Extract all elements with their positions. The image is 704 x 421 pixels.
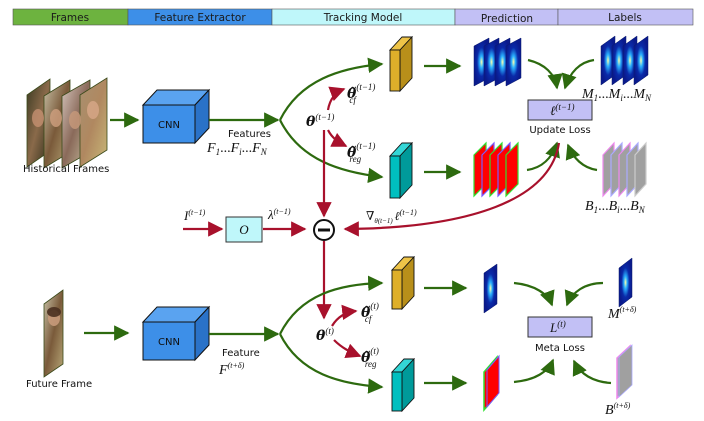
cnn-block-top: CNN (141, 88, 211, 145)
boxes-to-update-loss-arrow (526, 141, 560, 172)
labels-m-math: M1...Mi...MN (581, 87, 652, 103)
theta-cf-top: θ̃(t−1)cf (347, 82, 375, 105)
header-section-frames: Frames (12, 8, 129, 26)
theta-top: θ(t−1) (306, 112, 334, 130)
features-math: F1...Fi...FN (206, 141, 268, 157)
theta-to-reg-arrow-bottom (333, 339, 362, 359)
label-b-to-meta-loss-arrow (572, 359, 612, 385)
meta-loss-label: Meta Loss (535, 343, 585, 354)
label-map-bottom (618, 257, 633, 308)
lambda-math: λ(t−1) (267, 207, 291, 222)
historical-frames-label: Historical Frames (23, 164, 109, 175)
label-b-bottom-math: B(t+δ) (605, 401, 631, 418)
minus-node (313, 219, 335, 241)
boxes-to-meta-loss-arrow (513, 358, 555, 384)
reg-filter-block-bottom (390, 357, 416, 413)
labels-m-to-update-loss-arrow (561, 58, 595, 90)
label-boxes-top (602, 141, 647, 198)
optimizer-box: O (225, 216, 263, 243)
labels-b-math: B1...Bi...BN (585, 199, 646, 215)
header-label-feature-extractor: Feature Extractor (154, 12, 246, 24)
gradient-arrow (343, 142, 561, 237)
meta-loss-box: L(t) (527, 316, 593, 338)
cnn-block-bottom: CNN (141, 305, 211, 362)
theta-to-reg-arrow-top (327, 129, 348, 147)
theta-cf-bottom: θ̃(t)cf (361, 301, 379, 324)
cnn-label-top: CNN (158, 120, 180, 131)
header-bar: Frames Feature Extractor Tracking Model … (12, 8, 694, 26)
box-map-bottom (483, 354, 500, 413)
response-maps-top (473, 37, 522, 87)
update-loss-label: Update Loss (529, 125, 590, 136)
update-loss-math: ℓ(t−1) (550, 102, 575, 118)
label-m-bottom-math: M(t+δ) (607, 305, 637, 322)
future-frame-label: Future Frame (26, 379, 92, 390)
label-box-bottom (616, 344, 633, 400)
label-m-to-meta-loss-arrow (564, 281, 604, 307)
theta-reg-bottom: θ̃(t)reg (361, 346, 379, 369)
header-section-feature-extractor: Feature Extractor (127, 8, 273, 26)
header-label-labels: Labels (608, 12, 642, 24)
future-frame-image (43, 289, 64, 378)
theta-to-cf-arrow-top (326, 86, 346, 111)
optimizer-math: O (239, 222, 249, 237)
response-to-meta-loss-arrow (513, 281, 555, 307)
header-label-prediction: Prediction (481, 13, 533, 25)
header-label-tracking-model: Tracking Model (323, 12, 403, 24)
box-maps-top (473, 141, 519, 198)
gradient-math: ∇θ(t−1)ℓ(t−1) (366, 208, 417, 225)
branch-to-cf-arrow-bottom (279, 275, 384, 335)
feature-math-bottom: F(t+δ) (218, 361, 245, 378)
theta-bottom: θ(t) (316, 326, 334, 344)
theta-to-cf-arrow-bottom (331, 304, 358, 327)
header-section-prediction: Prediction (454, 8, 559, 26)
branch-to-cf-arrow-top (279, 57, 384, 121)
header-label-frames: Frames (51, 12, 89, 24)
features-label: Features (228, 129, 271, 140)
cf-filter-block-bottom (390, 255, 416, 311)
response-map-bottom (483, 263, 498, 314)
cf-filter-block-top (388, 35, 414, 93)
input-math: I(t−1) (183, 208, 206, 223)
header-section-tracking-model: Tracking Model (271, 8, 456, 26)
branch-to-reg-arrow-bottom (279, 333, 384, 394)
labels-b-to-update-loss-arrow (565, 143, 598, 172)
update-loss-box: ℓ(t−1) (527, 99, 593, 121)
branch-to-reg-arrow-top (279, 119, 384, 184)
cnn-label-bottom: CNN (158, 337, 180, 348)
meta-loss-math: L(t) (549, 319, 566, 335)
label-maps-top (600, 35, 649, 86)
feature-label-bottom: Feature (222, 348, 260, 359)
theta-reg-top: θ̃(t−1)reg (347, 141, 375, 164)
reg-filter-block-top (388, 141, 414, 200)
historical-frames-image (26, 77, 108, 169)
response-to-update-loss-arrow (527, 58, 563, 90)
header-section-labels: Labels (557, 8, 694, 26)
